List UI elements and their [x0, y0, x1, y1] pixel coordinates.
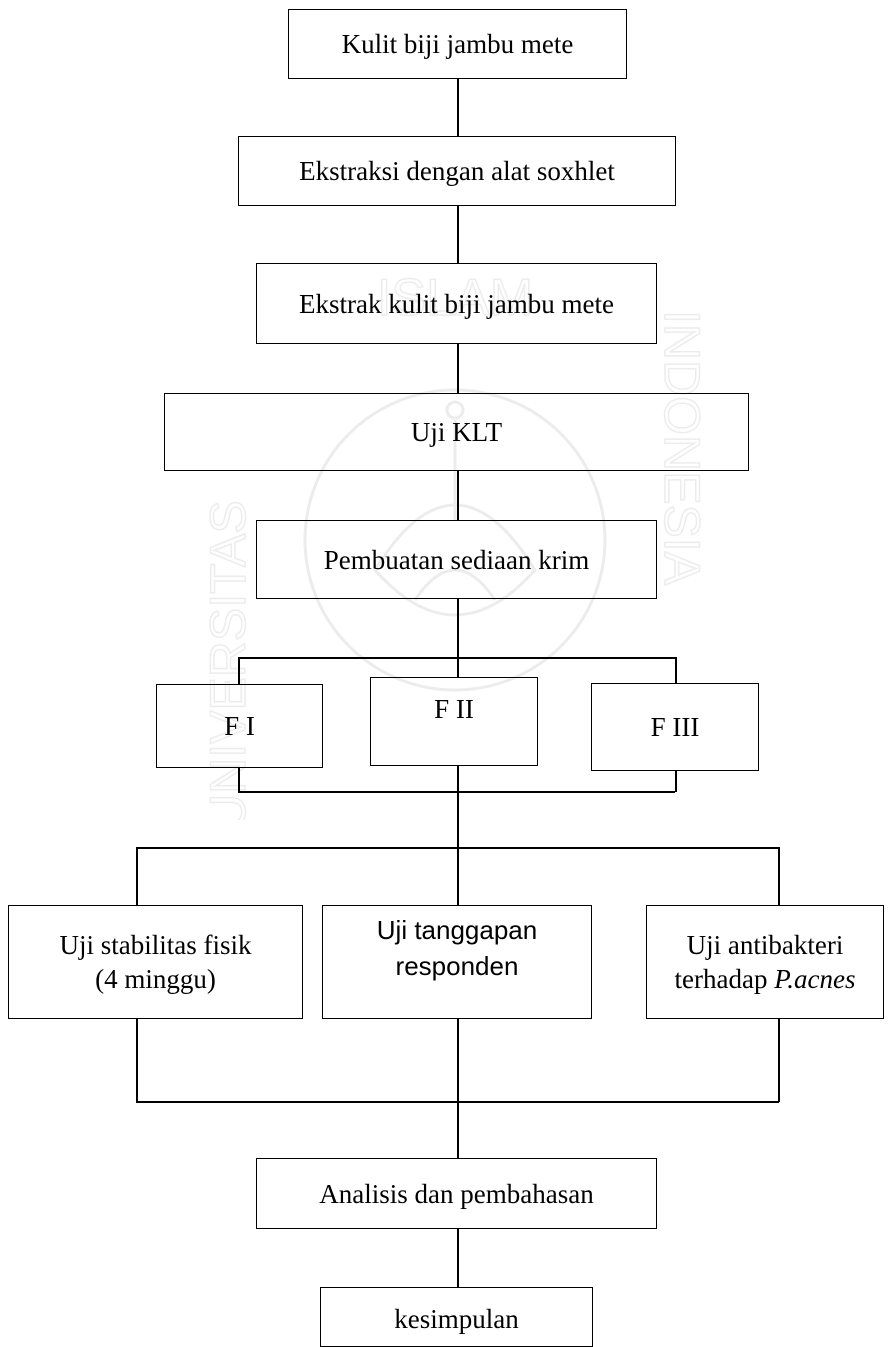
test-antibacterial-line2: terhadap P.acnes	[675, 962, 856, 996]
test-respondent-response-line2: responden	[395, 951, 519, 981]
step-extraction: Ekstraksi dengan alat soxhlet	[238, 136, 676, 206]
connector-line	[457, 470, 459, 521]
connector-line	[457, 598, 459, 658]
connector-line	[457, 1018, 459, 1102]
connector-line	[457, 847, 459, 906]
formula-f1-label: F I	[224, 711, 255, 741]
connector-line	[778, 847, 780, 906]
step-extract-label: Ekstrak kulit biji jambu mete	[299, 288, 614, 319]
connector-line	[457, 765, 459, 792]
connector-line	[457, 791, 459, 848]
branch-line-formulas	[238, 657, 675, 659]
test-antibacterial-line1: Uji antibakteri	[686, 930, 844, 960]
step-extraction-label: Ekstraksi dengan alat soxhlet	[299, 156, 615, 186]
formula-f3: F III	[591, 683, 759, 771]
step-conclusion-label: kesimpulan	[394, 1304, 519, 1334]
formula-f1: F I	[156, 684, 323, 768]
step-raw-material-label: Kulit biji jambu mete	[341, 29, 574, 59]
formula-f3-label: F III	[650, 712, 700, 742]
test-physical-stability-line2: (4 minggu)	[95, 964, 216, 994]
test-physical-stability: Uji stabilitas fisik (4 minggu)	[8, 905, 303, 1019]
bacteria-name: P.acnes	[774, 964, 856, 994]
step-tlc-test: Uji KLT	[164, 393, 749, 471]
test-antibacterial-prefix: terhadap	[674, 964, 775, 994]
connector-line	[457, 78, 459, 137]
watermark-left-text: UNIVERSITAS	[200, 500, 256, 820]
merge-line-formulas	[238, 791, 675, 793]
connector-line	[136, 1018, 138, 1102]
test-respondent-response-line1: Uji tanggapan	[376, 915, 538, 945]
connector-line	[238, 767, 240, 792]
step-extract: Ekstrak kulit biji jambu mete	[256, 263, 657, 344]
connector-line	[457, 205, 459, 264]
connector-line	[675, 657, 677, 684]
connector-line	[778, 1018, 780, 1102]
connector-line	[457, 1101, 459, 1159]
step-analysis-label: Analisis dan pembahasan	[319, 1178, 594, 1209]
connector-line	[457, 657, 459, 678]
step-raw-material: Kulit biji jambu mete	[288, 9, 627, 79]
formula-f2: F II	[370, 677, 538, 766]
connector-line	[675, 770, 677, 792]
test-antibacterial: Uji antibakteri terhadap P.acnes	[646, 905, 884, 1019]
step-tlc-test-label: Uji KLT	[410, 417, 503, 447]
step-analysis: Analisis dan pembahasan	[256, 1158, 657, 1229]
test-physical-stability-line1: Uji stabilitas fisik	[59, 930, 252, 960]
connector-line	[457, 1228, 459, 1288]
test-respondent-response: Uji tanggapan responden	[322, 905, 592, 1019]
connector-line	[457, 343, 459, 394]
step-cream-preparation-label: Pembuatan sediaan krim	[323, 544, 590, 575]
formula-f2-label: F II	[434, 694, 474, 724]
connector-line	[136, 847, 138, 906]
step-cream-preparation: Pembuatan sediaan krim	[256, 520, 657, 599]
step-conclusion: kesimpulan	[320, 1287, 593, 1347]
connector-line	[238, 657, 240, 685]
